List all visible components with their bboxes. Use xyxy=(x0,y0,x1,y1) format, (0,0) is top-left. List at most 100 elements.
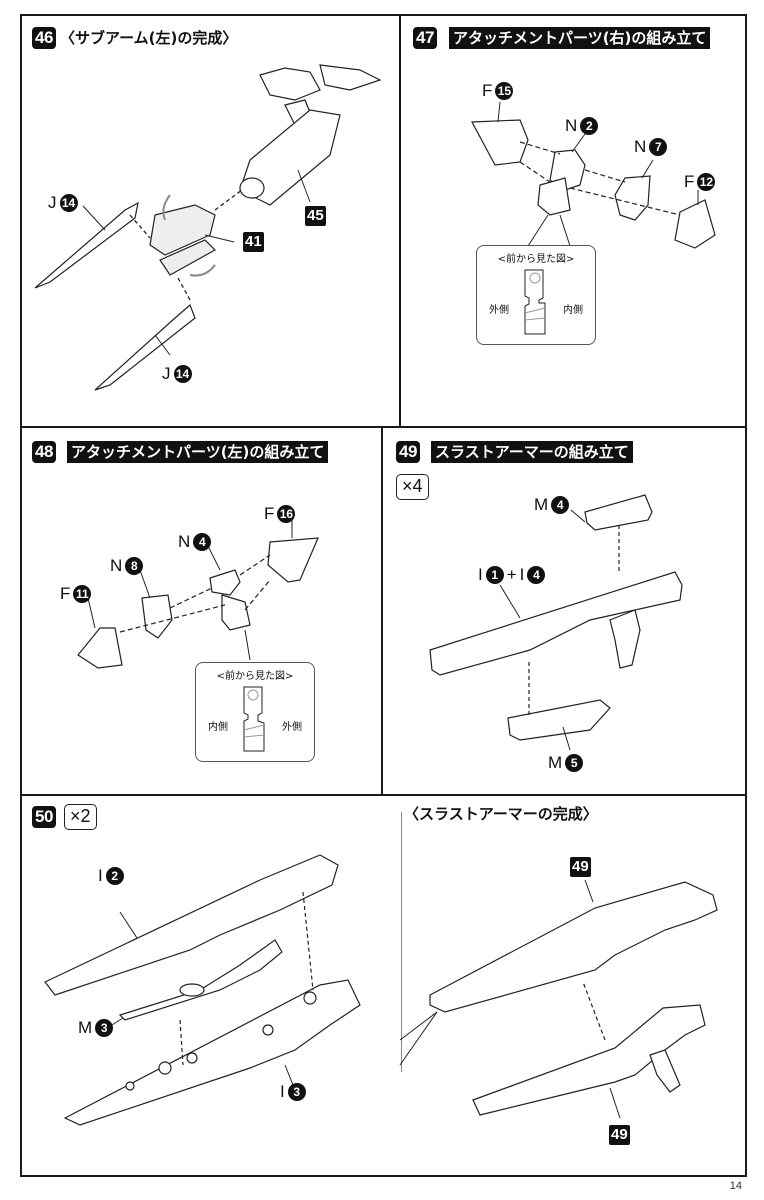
arm-blade-part xyxy=(319,64,382,91)
part-letter: F xyxy=(264,504,275,523)
hand-part-41 xyxy=(149,204,216,256)
part-number-circle: 3 xyxy=(287,1083,306,1101)
part-number-circle: 14 xyxy=(59,194,78,212)
hand-part-41-lower xyxy=(159,239,216,276)
part-i3 xyxy=(63,979,361,1126)
inside-label: 内側 xyxy=(563,305,583,316)
part-n4-body xyxy=(221,594,251,631)
part-letter: F xyxy=(482,81,493,100)
step-number: 46 xyxy=(32,27,56,49)
front-view-shape xyxy=(243,686,265,752)
part-i1-i4-body xyxy=(429,571,683,676)
quantity-multiplier: ×4 xyxy=(396,474,429,500)
blade-j14-top xyxy=(34,201,139,289)
attachment-left-diagram xyxy=(77,520,319,669)
part-number-circle: 4 xyxy=(527,566,546,584)
front-view-callout: <前から見た図> 内側 外側 xyxy=(195,662,315,762)
part-number-circle: 2 xyxy=(105,867,124,885)
part-letter: N xyxy=(178,532,191,551)
part-f11 xyxy=(77,627,123,669)
step-number: 48 xyxy=(32,441,56,463)
part-number-circle: 4 xyxy=(551,496,570,514)
peg-hole-2 xyxy=(186,1052,198,1064)
part-number-circle: 1 xyxy=(485,566,504,584)
thrust-armor-sub-assembly-diagram xyxy=(44,854,361,1126)
rotate-arrow-bottom xyxy=(189,264,216,277)
part-n4-top xyxy=(209,569,241,596)
front-view-shape xyxy=(524,269,546,335)
part-number-circle: 11 xyxy=(73,585,92,603)
step-number: 50 xyxy=(32,806,56,828)
part-m3-hole xyxy=(179,983,205,997)
peg-hole-4 xyxy=(303,991,317,1005)
front-view-callout: <前から見た図> 外側 内側 xyxy=(476,245,596,345)
part-letter: N xyxy=(565,116,578,135)
part-number-circle: 3 xyxy=(95,1019,114,1037)
part-number-circle: 2 xyxy=(580,117,599,135)
divider-46-47 xyxy=(399,14,401,428)
part-number-circle: 8 xyxy=(125,557,144,575)
callout-title: <前から見た図> xyxy=(497,254,575,265)
part-letter: I xyxy=(519,565,525,584)
part-number-circle: 16 xyxy=(277,505,296,523)
divider-row1 xyxy=(20,426,747,428)
part-m4 xyxy=(584,494,653,531)
page-number: 14 xyxy=(729,1180,742,1192)
step-ref-45: 45 xyxy=(305,206,326,226)
part-m3 xyxy=(118,939,283,1021)
peg-hole-1 xyxy=(158,1061,172,1075)
part-f16 xyxy=(267,537,319,583)
quantity-multiplier: ×2 xyxy=(64,804,97,830)
part-number-circle: 7 xyxy=(649,138,668,156)
inside-label: 内側 xyxy=(208,722,228,733)
attachment-right-diagram xyxy=(471,101,716,249)
step-title: 〈サブアーム(左)の完成〉 xyxy=(60,29,238,47)
part-f15 xyxy=(471,119,529,166)
part-grip xyxy=(609,609,641,669)
page-frame xyxy=(20,14,747,1177)
blade-j14-bottom xyxy=(94,303,196,391)
sub-arm-diagram xyxy=(34,64,382,391)
part-letter: N xyxy=(110,556,123,575)
part-letter: I xyxy=(280,1082,285,1101)
divider-48-49 xyxy=(381,426,383,796)
assembled-grip xyxy=(649,1049,681,1093)
assembled-armor-top xyxy=(429,881,718,1013)
step-ref-49: 49 xyxy=(570,857,591,877)
step-number: 49 xyxy=(396,441,420,463)
divider-row2 xyxy=(20,794,747,796)
part-letter: I xyxy=(98,866,103,885)
outside-label: 外側 xyxy=(489,305,509,316)
peg-hole-3 xyxy=(262,1024,274,1036)
thrust-armor-assembly-diagram xyxy=(429,494,683,751)
insert-arrow-3 xyxy=(214,189,243,211)
plus-sign: + xyxy=(506,565,517,584)
part-letter: I xyxy=(478,565,483,584)
part-n7 xyxy=(614,175,651,221)
part-n2-body xyxy=(537,177,571,216)
step-ref-49: 49 xyxy=(609,1125,630,1145)
outside-label: 外側 xyxy=(282,722,302,733)
part-m5 xyxy=(507,699,611,741)
step-title: 〈スラストアーマーの完成〉 xyxy=(404,805,598,823)
step-title: アタッチメントパーツ(右)の組み立て xyxy=(449,27,711,49)
part-letter: J xyxy=(48,193,57,212)
part-f12 xyxy=(674,199,716,249)
forearm-socket xyxy=(239,177,265,199)
callout-title: <前から見た図> xyxy=(216,671,294,682)
part-letter: F xyxy=(60,584,71,603)
part-letter: M xyxy=(78,1018,93,1037)
part-letter: F xyxy=(684,172,695,191)
